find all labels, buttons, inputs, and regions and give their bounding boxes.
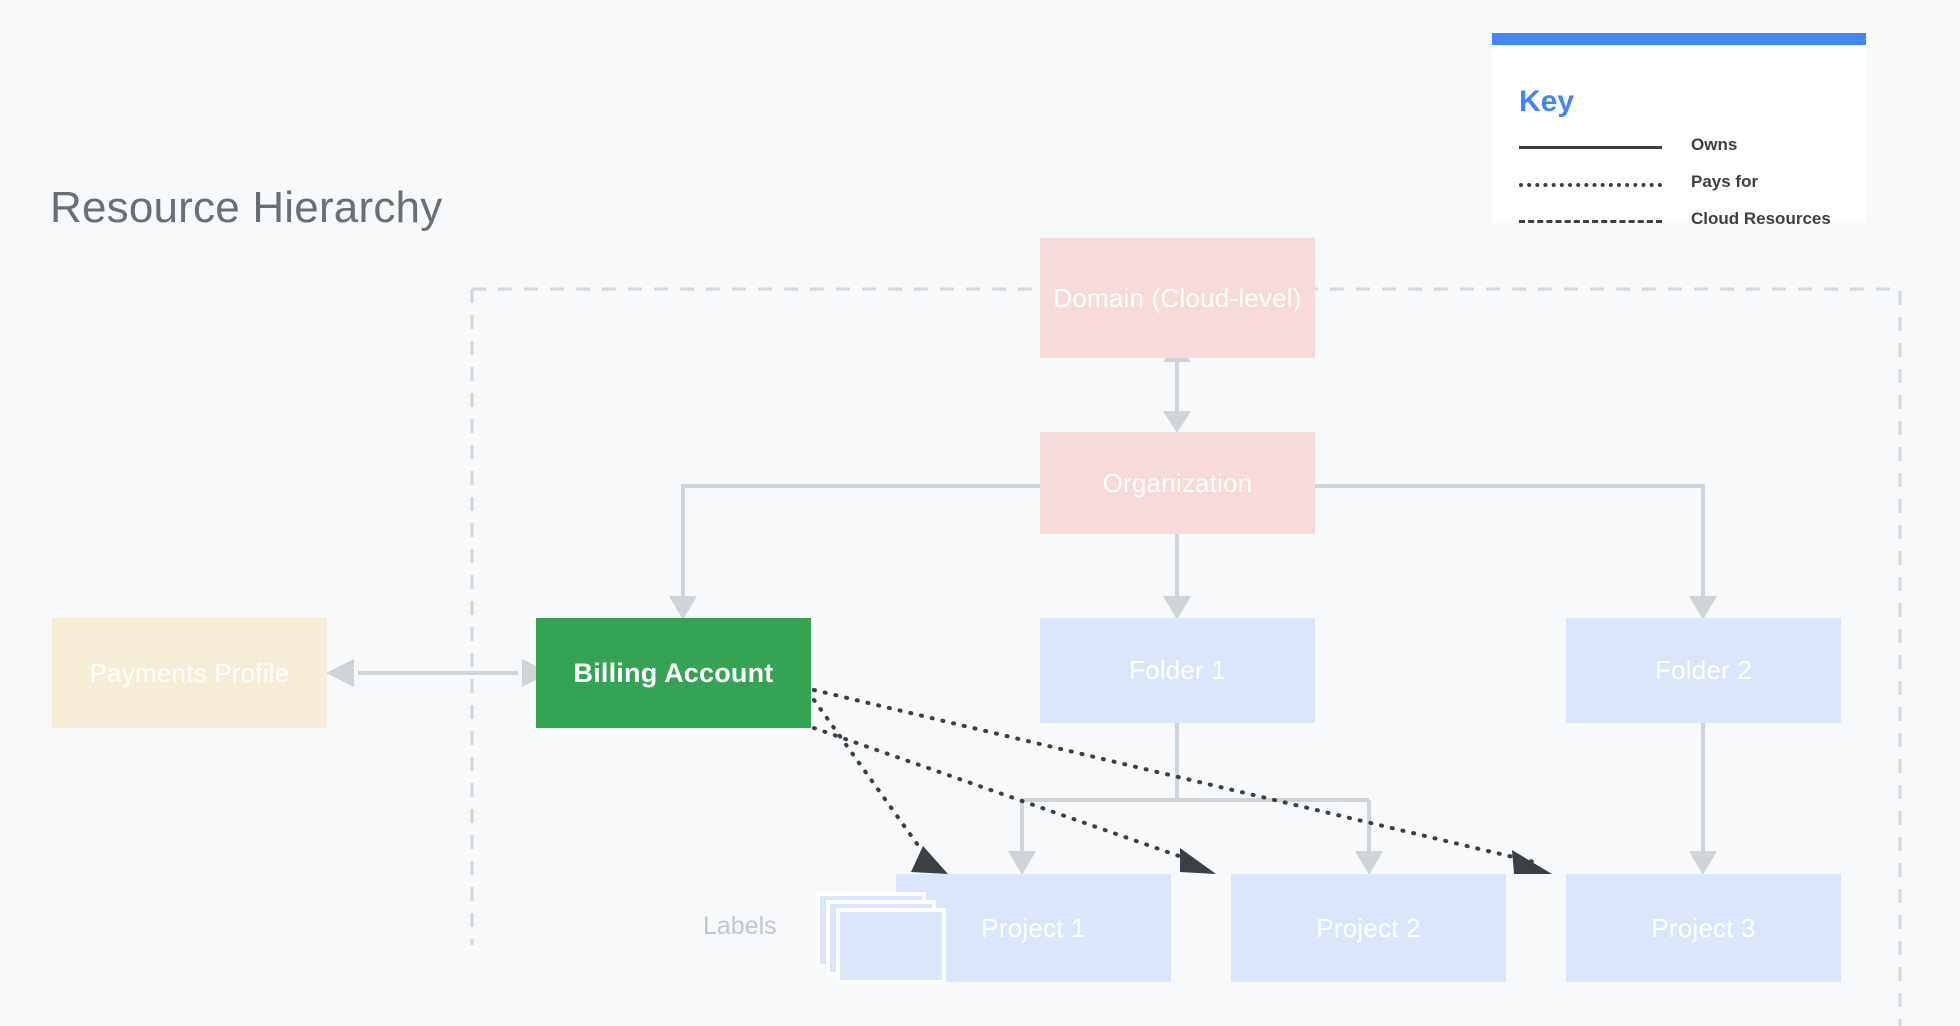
cloud-resources-boundary (470, 287, 1902, 1026)
key-title: Key (1519, 85, 1575, 118)
node-project-3[interactable]: Project 3 (1566, 874, 1841, 982)
node-project-2[interactable]: Project 2 (1231, 874, 1506, 982)
node-domain[interactable]: Domain (Cloud-level) (1040, 238, 1315, 358)
key-label-owns: Owns (1691, 135, 1738, 154)
label-card-front[interactable] (836, 908, 946, 984)
node-payments-profile-label: Payments Profile (89, 657, 290, 688)
node-organization-label: Organization (1102, 467, 1253, 498)
key-rows: Owns Pays for Cloud Resources (1519, 133, 1849, 244)
key-row-pays-for: Pays for (1519, 170, 1849, 207)
key-label-cloud-resources: Cloud Resources (1691, 209, 1831, 228)
node-folder-2-label: Folder 2 (1655, 655, 1752, 685)
key-row-cloud-resources: Cloud Resources (1519, 207, 1849, 244)
key-label-pays-for: Pays for (1691, 172, 1759, 191)
node-billing-account[interactable]: Billing Account (536, 618, 811, 728)
solid-line-icon (1519, 146, 1662, 149)
node-folder-1-label: Folder 1 (1129, 655, 1226, 685)
dashed-line-icon (1519, 220, 1662, 223)
key-panel: Key Owns Pays for Cloud Resources (1492, 33, 1866, 228)
page-title: Resource Hierarchy (50, 183, 443, 232)
node-folder-1[interactable]: Folder 1 (1040, 618, 1315, 723)
edge-billing-project-1 (812, 698, 948, 874)
node-folder-2[interactable]: Folder 2 (1566, 618, 1841, 723)
key-accent-bar (1492, 33, 1866, 45)
labels-caption: Labels (703, 912, 777, 940)
node-payments-profile[interactable]: Payments Profile (52, 618, 327, 728)
node-project-1-label: Project 1 (981, 912, 1086, 943)
edge-organization-billing-account (669, 484, 1040, 620)
edge-billing-project-2 (812, 726, 1216, 874)
node-domain-label: Domain (Cloud-level) (1053, 282, 1302, 313)
dotted-line-icon (1519, 183, 1662, 187)
edge-organization-folder-2 (1315, 484, 1717, 620)
node-billing-account-label: Billing Account (573, 657, 774, 688)
edge-folder-1-projects (1008, 723, 1383, 875)
node-project-2-label: Project 2 (1316, 912, 1421, 943)
edge-folder-2-project-3 (1689, 723, 1717, 875)
node-project-3-label: Project 3 (1651, 912, 1756, 943)
key-row-owns: Owns (1519, 133, 1849, 170)
edge-organization-folder-1 (1163, 533, 1191, 620)
node-organization[interactable]: Organization (1040, 432, 1315, 534)
edge-billing-project-3 (812, 688, 1552, 874)
